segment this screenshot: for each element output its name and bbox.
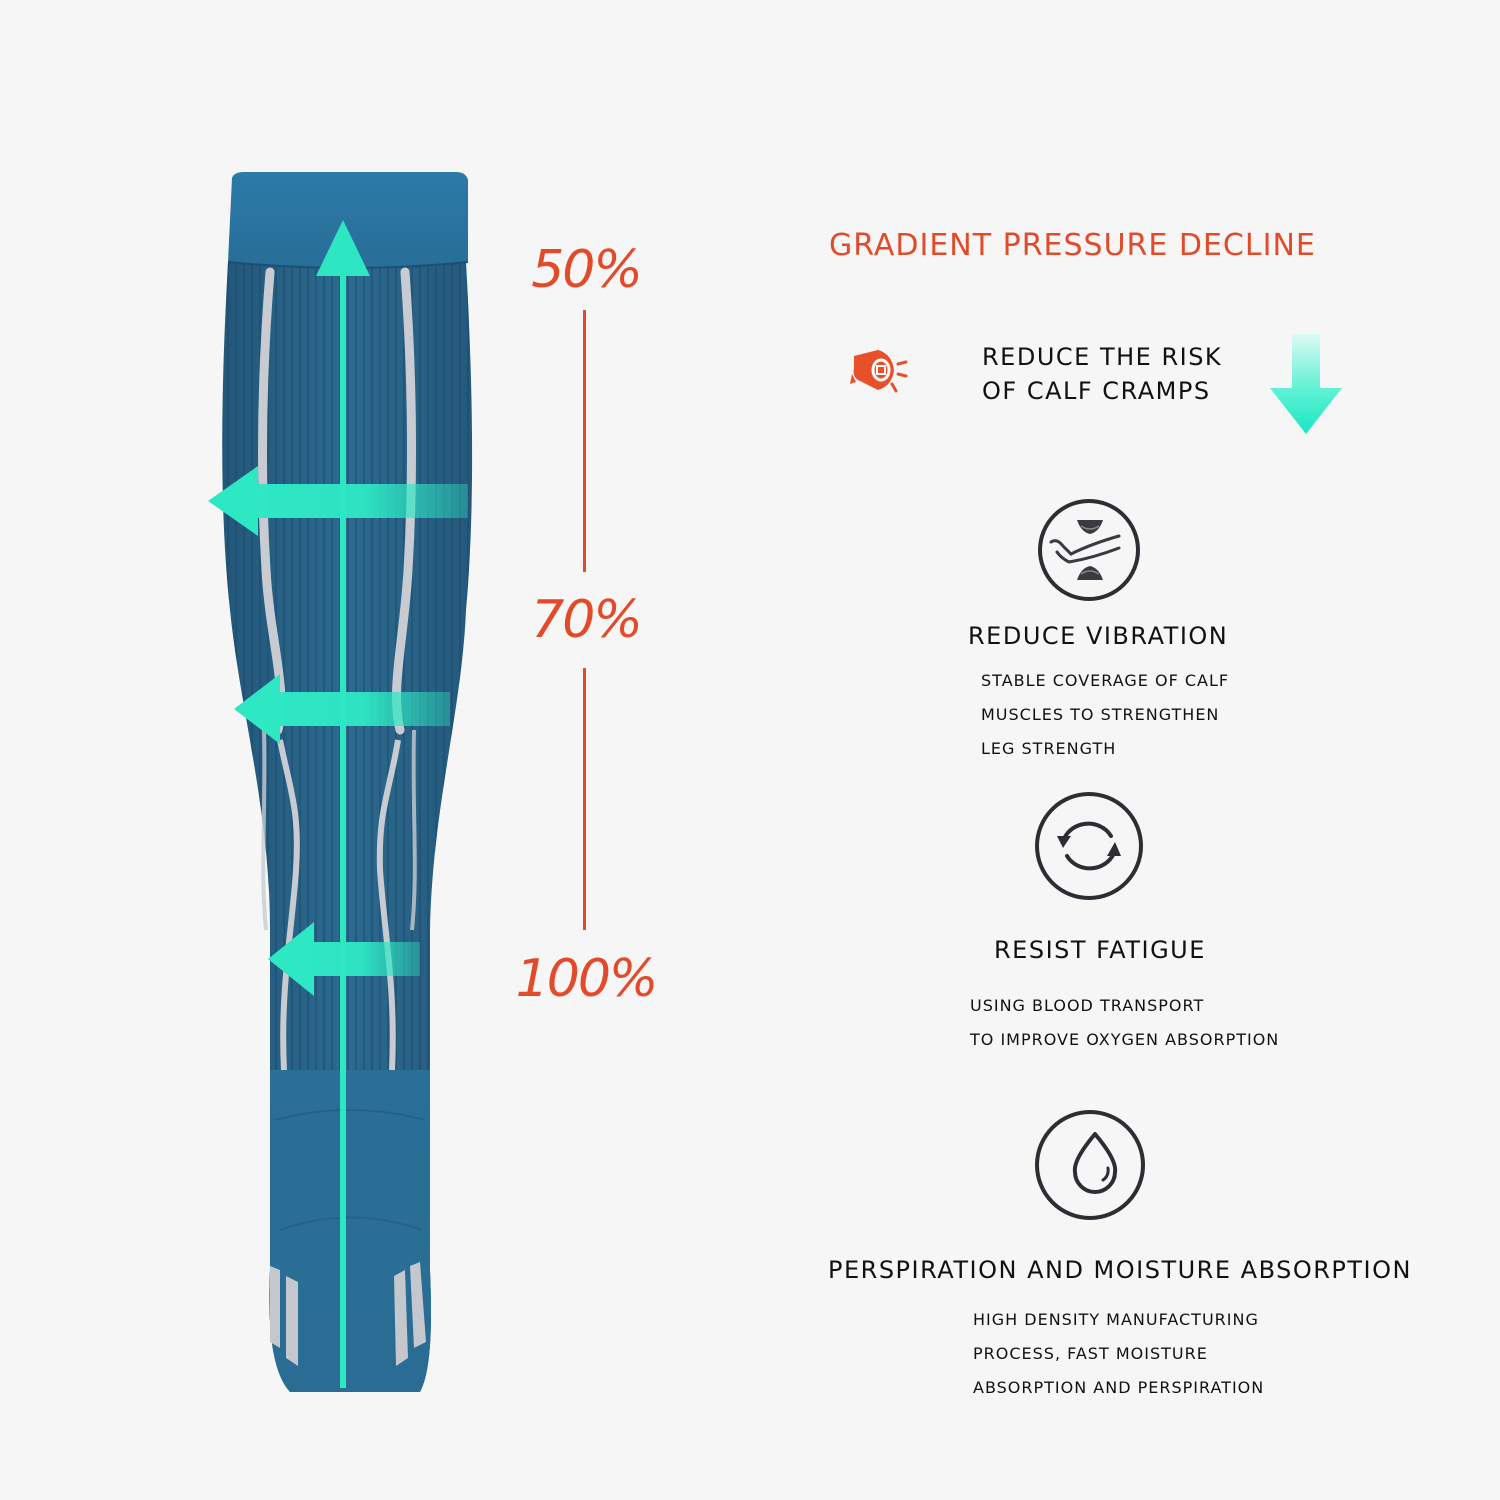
scale-divider xyxy=(583,310,586,572)
leg-vibration-icon xyxy=(1035,496,1143,604)
desc-line: TO IMPROVE OXYGEN ABSORPTION xyxy=(970,1030,1280,1049)
feature-heading-vibration: REDUCE VIBRATION xyxy=(968,622,1229,650)
water-drop-icon xyxy=(1033,1108,1147,1222)
pressure-label-100: 100% xyxy=(515,949,659,1009)
down-arrow-icon xyxy=(1268,332,1344,436)
desc-line: LEG STRENGTH xyxy=(981,739,1117,758)
feature-desc-fatigue: USING BLOOD TRANSPORT TO IMPROVE OXYGEN … xyxy=(970,989,1279,1057)
refresh-cycle-icon xyxy=(1033,790,1145,902)
cramp-text-line: REDUCE THE RISK xyxy=(982,343,1223,371)
desc-line: ABSORPTION AND PERSPIRATION xyxy=(973,1378,1265,1397)
scale-divider xyxy=(583,668,586,930)
feature-desc-moisture: HIGH DENSITY MANUFACTURING PROCESS, FAST… xyxy=(973,1303,1264,1405)
pressure-label-50: 50% xyxy=(531,240,643,300)
feature-heading-moisture: PERSPIRATION AND MOISTURE ABSORPTION xyxy=(828,1256,1412,1284)
compression-sock-image xyxy=(200,170,490,1400)
panel-title: GRADIENT PRESSURE DECLINE xyxy=(829,228,1316,263)
desc-line: HIGH DENSITY MANUFACTURING xyxy=(973,1310,1259,1329)
feature-heading-fatigue: RESIST FATIGUE xyxy=(994,936,1206,964)
cramp-risk-text: REDUCE THE RISK OF CALF CRAMPS xyxy=(982,340,1222,408)
megaphone-alert-icon xyxy=(848,346,912,394)
pressure-label-70: 70% xyxy=(531,590,643,650)
cramp-text-line: OF CALF CRAMPS xyxy=(982,377,1211,405)
desc-line: MUSCLES TO STRENGTHEN xyxy=(981,705,1220,724)
desc-line: STABLE COVERAGE OF CALF xyxy=(981,671,1230,690)
feature-desc-vibration: STABLE COVERAGE OF CALF MUSCLES TO STREN… xyxy=(981,664,1229,766)
desc-line: USING BLOOD TRANSPORT xyxy=(970,996,1205,1015)
desc-line: PROCESS, FAST MOISTURE xyxy=(973,1344,1208,1363)
